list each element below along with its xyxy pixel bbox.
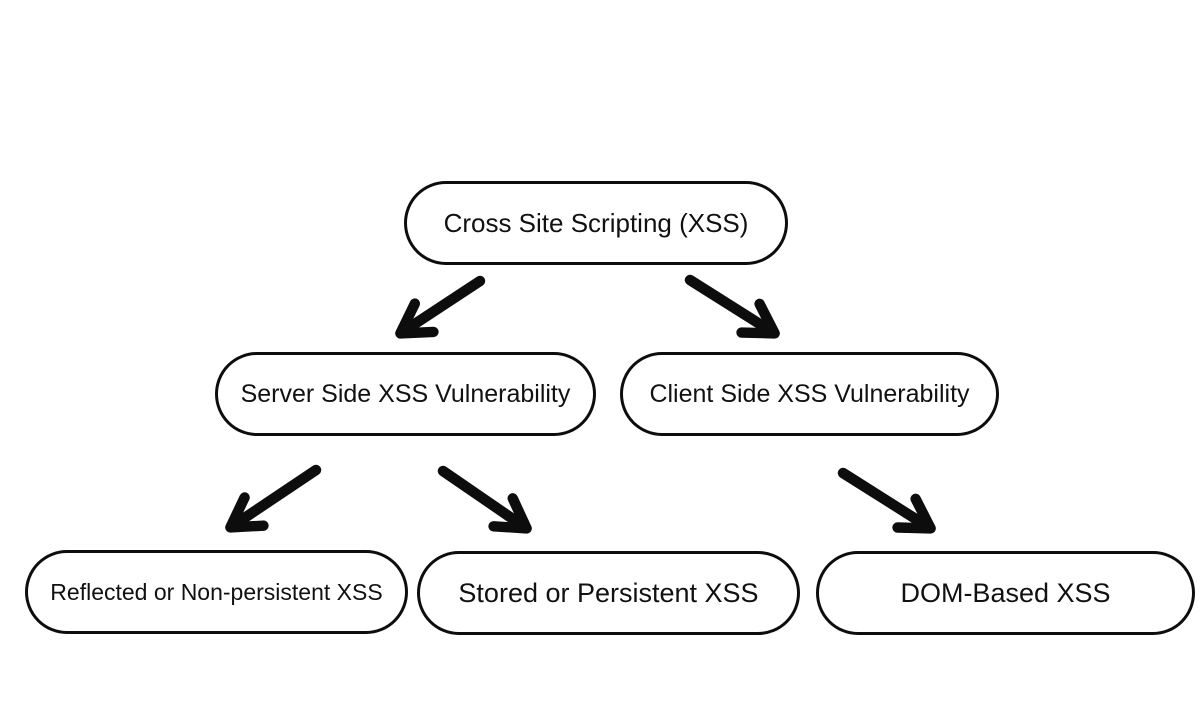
arrow-server-to-stored bbox=[437, 465, 532, 534]
node-client-side-xss-label: Client Side XSS Vulnerability bbox=[649, 379, 970, 408]
node-stored-xss-label: Stored or Persistent XSS bbox=[458, 577, 759, 608]
node-dom-based-xss-label: DOM-Based XSS bbox=[900, 577, 1111, 608]
node-reflected-xss: Reflected or Non-persistent XSS bbox=[25, 550, 408, 634]
node-cross-site-scripting: Cross Site Scripting (XSS) bbox=[404, 181, 788, 265]
arrow-root-to-server bbox=[395, 275, 486, 339]
node-server-side-xss: Server Side XSS Vulnerability bbox=[215, 352, 596, 436]
arrow-server-to-reflected bbox=[225, 464, 322, 533]
arrow-root-to-client bbox=[684, 274, 780, 339]
node-server-side-xss-label: Server Side XSS Vulnerability bbox=[240, 379, 571, 408]
node-dom-based-xss: DOM-Based XSS bbox=[816, 551, 1195, 635]
node-stored-xss: Stored or Persistent XSS bbox=[417, 551, 800, 635]
arrow-client-to-dom bbox=[837, 467, 936, 534]
node-client-side-xss: Client Side XSS Vulnerability bbox=[620, 352, 999, 436]
node-reflected-xss-label: Reflected or Non-persistent XSS bbox=[50, 578, 383, 605]
node-cross-site-scripting-label: Cross Site Scripting (XSS) bbox=[443, 207, 749, 238]
